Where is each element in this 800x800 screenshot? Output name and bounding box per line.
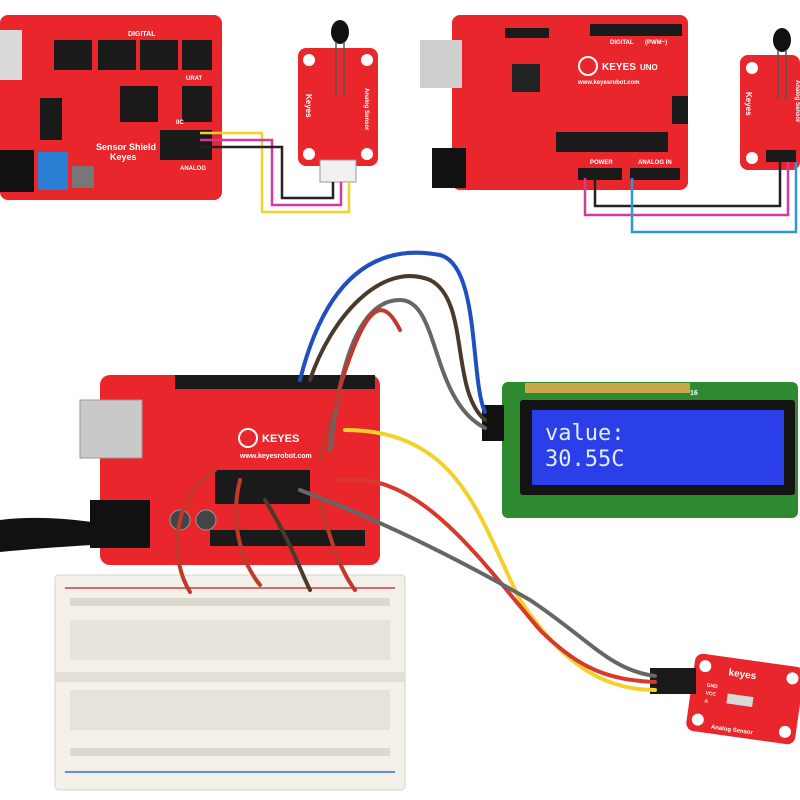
- keyes-logo-icon: [238, 428, 258, 448]
- sensor-name: Analog Sensor: [363, 88, 369, 131]
- jumper-wires: [175, 250, 657, 692]
- digital-headers: [40, 40, 212, 160]
- power-jack: [432, 148, 466, 188]
- icsp-header: [505, 28, 549, 38]
- mount-hole: [303, 148, 315, 160]
- reset-button: [72, 166, 94, 188]
- shield-title: Sensor Shield: [96, 142, 156, 152]
- sensor-pins: [766, 150, 796, 162]
- signal-wire: [630, 162, 798, 234]
- board-brand: KEYES: [602, 62, 636, 73]
- gnd-wire: [200, 145, 335, 200]
- photo-section: KEYES www.keyesrobot.com 16 value: 30.55…: [0, 250, 800, 791]
- thermistor-head: [773, 28, 791, 52]
- icsp-2: [672, 96, 688, 124]
- digital-header: [590, 24, 682, 36]
- sensor-brand: Keyes: [304, 94, 313, 118]
- lcd-connector: [482, 405, 504, 441]
- lcd-screen: [532, 410, 784, 485]
- usb-port: [420, 40, 462, 88]
- analog-header: [630, 168, 680, 180]
- board-url: www.keyesrobot.com: [577, 80, 639, 86]
- power-jack: [0, 150, 34, 192]
- sensor-pin-vcc: VCC: [705, 690, 717, 697]
- digital-label: DIGITAL: [128, 31, 156, 38]
- power-cable: [0, 517, 92, 552]
- sensor-pin-a: A: [704, 698, 709, 704]
- board-model: UNO: [640, 63, 658, 72]
- urat-label: URAT: [186, 76, 203, 82]
- analog-sensor-module: keyes Analog Sensor GND VCC A: [686, 653, 800, 745]
- analog-sensor-module: [298, 48, 378, 166]
- atmega-chip: [556, 132, 668, 152]
- mount-hole: [361, 54, 373, 66]
- power-header: [578, 168, 622, 180]
- analog-label: ANALOG: [180, 166, 206, 172]
- lcd-line-2: 30.55C: [545, 447, 624, 472]
- sensor-name: Analog Sensor: [710, 725, 753, 737]
- digital-label: DIGITAL: [610, 40, 634, 46]
- iic-label: IIC: [176, 120, 184, 126]
- top-left-diagram: DIGITAL URAT IIC ANALOG Sensor Shield Ke…: [0, 15, 378, 214]
- board-url: www.keyesrobot.com: [239, 453, 312, 460]
- screw-terminal: [38, 152, 68, 190]
- sensor-connector: [650, 668, 696, 694]
- analog-in-label: ANALOG IN: [638, 160, 672, 166]
- sensor-brand: keyes: [728, 668, 758, 683]
- mount-hole: [303, 54, 315, 66]
- usb-port: [0, 30, 22, 80]
- sensor-pin-gnd: GND: [706, 683, 718, 691]
- board-brand: KEYES: [262, 433, 299, 445]
- keyes-logo-icon: [578, 56, 598, 76]
- sensor-brand: Keyes: [744, 92, 753, 116]
- power-jack: [90, 500, 150, 548]
- lcd-pin-number: 16: [690, 390, 698, 397]
- analog-sensor-module: [740, 55, 800, 170]
- sensor-connector: [319, 159, 357, 183]
- sensor-name: Analog Sensor: [794, 80, 800, 123]
- power-label: POWER: [590, 160, 613, 166]
- lcd-pin-header: [525, 383, 690, 393]
- pwm-label: (PWM~): [645, 40, 667, 46]
- shield-brand: Keyes: [110, 152, 137, 162]
- mount-hole: [361, 148, 373, 160]
- digital-header: [175, 375, 375, 389]
- breadboard: [54, 574, 406, 791]
- signal-wire: [200, 131, 351, 214]
- gnd-wire: [593, 162, 782, 208]
- vcc-wire: [583, 162, 790, 217]
- top-right-diagram: KEYES UNO www.keyesrobot.com DIGITAL (PW…: [420, 15, 800, 234]
- lcd-line-1: value:: [545, 421, 624, 446]
- thermistor-head: [331, 20, 349, 44]
- usb-port: [79, 399, 143, 459]
- atmega-chip: [215, 470, 310, 504]
- usb-chip: [512, 64, 540, 92]
- vcc-wire: [200, 138, 343, 207]
